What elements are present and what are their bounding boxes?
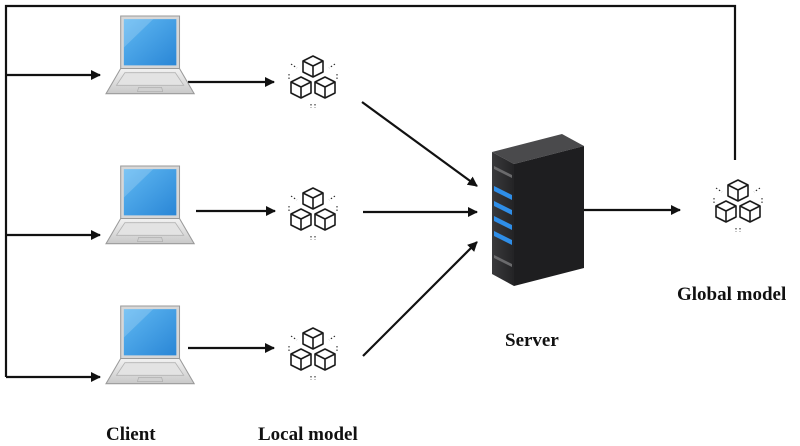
server-label: Server: [505, 330, 559, 351]
laptop-icon: [105, 15, 195, 95]
feedback-line: [4, 4, 737, 377]
client-label: Client: [106, 424, 156, 445]
cubes-model-icon: [289, 56, 337, 108]
cubes-model-icon: [289, 188, 337, 240]
global-model-label: Global model: [677, 284, 787, 305]
server-tower-icon: [492, 134, 584, 286]
local-model-label: Local model: [258, 424, 358, 445]
arrow-local3-server: [362, 241, 478, 357]
cubes-model-icon: [714, 180, 762, 232]
laptop-icon: [105, 305, 195, 385]
arrow-local1-server: [361, 101, 478, 187]
laptop-icon: [105, 165, 195, 245]
connectors: [4, 4, 737, 382]
cubes-model-icon: [289, 328, 337, 380]
